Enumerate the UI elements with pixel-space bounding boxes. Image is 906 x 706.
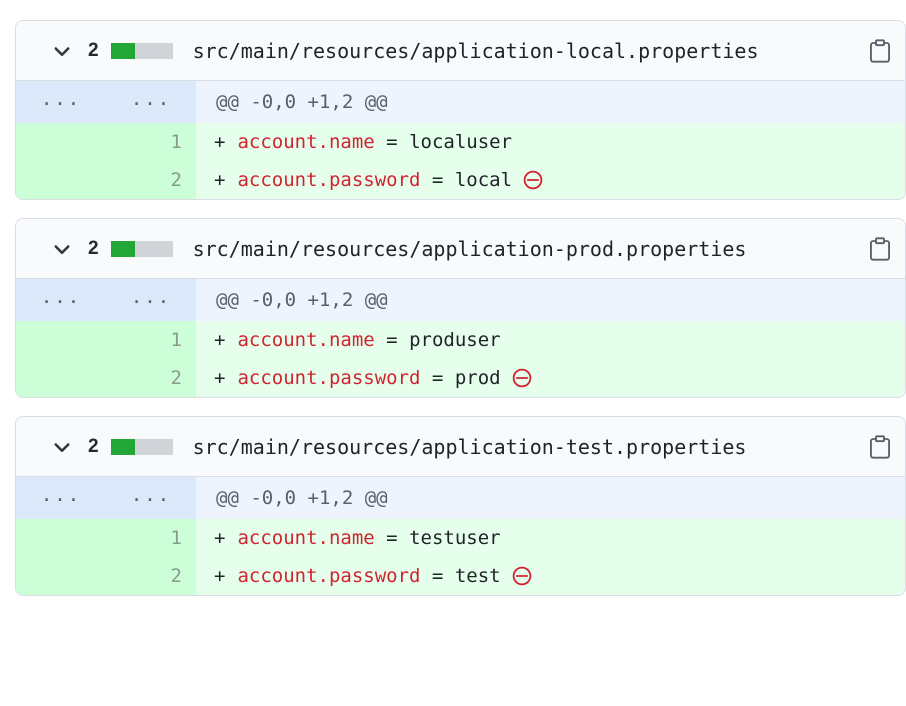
property-key: account.name	[237, 131, 375, 153]
chevron-down-icon[interactable]	[52, 239, 72, 259]
property-assign: =	[420, 565, 455, 587]
property-value: local	[454, 169, 513, 191]
hunk-header-row: ...... @@ -0,0 +1,2 @@	[16, 279, 905, 321]
hunk-range-text: @@ -0,0 +1,2 @@	[216, 289, 388, 311]
diff-file-header: 2 src/main/resources/application-local.pr…	[16, 21, 905, 81]
diff-line-added: 1 + account.name = localuser	[16, 123, 905, 161]
line-number[interactable]: 2	[16, 359, 196, 397]
diff-line-content[interactable]: + account.name = produser	[196, 321, 905, 359]
line-number[interactable]: 2	[16, 161, 196, 199]
property-assign: =	[420, 169, 455, 191]
property-value: localuser	[409, 131, 513, 153]
property-value: test	[454, 565, 501, 587]
diff-add-marker: +	[214, 367, 226, 389]
diffstat-empty-segment	[134, 240, 173, 257]
diff-line-added: 2 + account.password = test	[16, 557, 905, 595]
diff-file-block: 2 src/main/resources/application-local.pr…	[15, 20, 906, 200]
hunk-new-dots: ...	[130, 87, 172, 110]
copy-icon[interactable]	[861, 236, 891, 261]
property-assign: =	[374, 527, 410, 549]
diff-file-header: 2 src/main/resources/application-prod.pro…	[16, 219, 905, 279]
hunk-header-row: ...... @@ -0,0 +1,2 @@	[16, 477, 905, 519]
diffstat-added-segment	[110, 438, 135, 455]
diff-add-marker: +	[214, 131, 226, 153]
diff-add-marker: +	[214, 565, 226, 587]
diffstat-empty-segment	[134, 438, 173, 455]
line-number[interactable]: 2	[16, 557, 196, 595]
file-path[interactable]: src/main/resources/application-local.pro…	[192, 38, 759, 63]
diff-file-block: 2 src/main/resources/application-test.pro…	[15, 416, 906, 596]
hunk-range-text: @@ -0,0 +1,2 @@	[216, 91, 388, 113]
change-count: 2	[88, 39, 99, 61]
diff-line-content[interactable]: + account.password = prod	[196, 359, 905, 397]
property-assign: =	[374, 131, 410, 153]
diff-file-header: 2 src/main/resources/application-test.pro…	[16, 417, 905, 477]
line-number[interactable]: 1	[16, 321, 196, 359]
hunk-gutter: ......	[16, 81, 196, 123]
diffstat-bar	[110, 438, 173, 455]
chevron-down-icon[interactable]	[52, 41, 72, 61]
diff-line-content[interactable]: + account.name = localuser	[196, 123, 905, 161]
diff-line-added: 1 + account.name = testuser	[16, 519, 905, 557]
diff-line-content[interactable]: + account.name = testuser	[196, 519, 905, 557]
circle-minus-icon[interactable]	[512, 169, 544, 191]
circle-minus-icon[interactable]	[501, 367, 533, 389]
property-key: account.name	[237, 329, 375, 351]
hunk-header-row: ...... @@ -0,0 +1,2 @@	[16, 81, 905, 123]
property-key: account.password	[237, 367, 421, 389]
hunk-new-dots: ...	[130, 285, 172, 308]
file-path[interactable]: src/main/resources/application-prod.prop…	[192, 236, 747, 261]
diffstat-bar	[110, 42, 173, 59]
diff-file-list: 2 src/main/resources/application-local.pr…	[15, 20, 906, 614]
hunk-old-dots: ...	[40, 87, 82, 110]
file-path[interactable]: src/main/resources/application-test.prop…	[192, 434, 747, 459]
hunk-gutter: ......	[16, 477, 196, 519]
property-assign: =	[420, 367, 455, 389]
line-number[interactable]: 1	[16, 123, 196, 161]
diff-add-marker: +	[214, 329, 226, 351]
property-key: account.name	[237, 527, 375, 549]
diffstat-bar	[110, 240, 173, 257]
chevron-down-icon[interactable]	[52, 437, 72, 457]
hunk-gutter: ......	[16, 279, 196, 321]
change-count: 2	[88, 237, 99, 259]
diff-line-added: 1 + account.name = produser	[16, 321, 905, 359]
hunk-new-dots: ...	[130, 483, 172, 506]
hunk-old-dots: ...	[40, 483, 82, 506]
property-value: produser	[409, 329, 501, 351]
line-number[interactable]: 1	[16, 519, 196, 557]
property-key: account.password	[237, 565, 421, 587]
diff-line-content[interactable]: + account.password = test	[196, 557, 905, 595]
hunk-range-text: @@ -0,0 +1,2 @@	[216, 487, 388, 509]
property-assign: =	[374, 329, 410, 351]
diff-add-marker: +	[214, 169, 226, 191]
diff-line-added: 2 + account.password = local	[16, 161, 905, 199]
property-value: prod	[454, 367, 501, 389]
diff-line-added: 2 + account.password = prod	[16, 359, 905, 397]
diffstat-empty-segment	[134, 42, 173, 59]
copy-icon[interactable]	[861, 38, 891, 63]
diffstat-added-segment	[110, 42, 135, 59]
change-count: 2	[88, 435, 99, 457]
property-value: testuser	[409, 527, 501, 549]
diff-line-content[interactable]: + account.password = local	[196, 161, 905, 199]
diffstat-added-segment	[110, 240, 135, 257]
diff-file-block: 2 src/main/resources/application-prod.pro…	[15, 218, 906, 398]
property-key: account.password	[237, 169, 421, 191]
diff-add-marker: +	[214, 527, 226, 549]
circle-minus-icon[interactable]	[501, 565, 533, 587]
copy-icon[interactable]	[861, 434, 891, 459]
hunk-old-dots: ...	[40, 285, 82, 308]
